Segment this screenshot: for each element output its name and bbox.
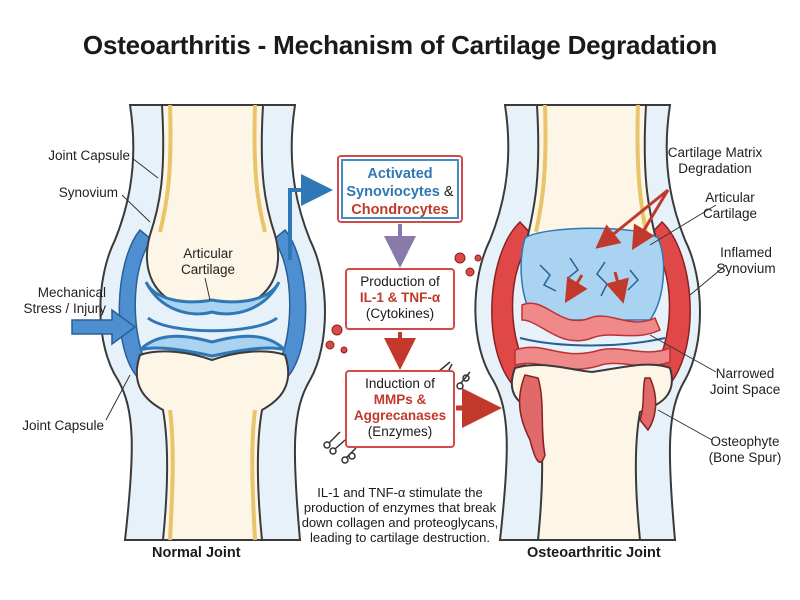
label-cartilage-matrix-degradation: Cartilage Matrix Degradation xyxy=(667,145,763,176)
right-erosion-upper xyxy=(521,302,661,342)
label-narrowed-joint-space: Narrowed Joint Space xyxy=(709,366,781,397)
cytokine-dots xyxy=(325,252,482,354)
left-tibia-bone xyxy=(135,350,290,541)
page-title: Osteoarthritis - Mechanism of Cartilage … xyxy=(82,30,718,60)
left-upper-cartilage xyxy=(144,281,281,316)
left-lower-cartilage xyxy=(138,334,287,358)
caption-normal-joint: Normal Joint xyxy=(152,545,241,561)
osteophyte-left xyxy=(518,374,546,463)
step3-line1: Induction of xyxy=(365,376,435,391)
flow-step-enzymes: Induction of MMPs & Aggrecanases (Enzyme… xyxy=(345,370,455,448)
flow-connectors xyxy=(288,174,502,464)
step2-line1: Production of xyxy=(360,274,440,289)
label-joint-capsule-top: Joint Capsule xyxy=(48,148,130,163)
step2-line3: (Cytokines) xyxy=(365,306,435,321)
oa-joint-illustration xyxy=(474,104,727,541)
step3-line4: (Enzymes) xyxy=(367,424,433,439)
label-articular-cartilage-right: Articular Cartilage xyxy=(702,190,758,221)
label-joint-capsule-bottom: Joint Capsule xyxy=(22,418,104,433)
caption-osteoarthritic-joint: Osteoarthritic Joint xyxy=(527,545,661,561)
arrow-to-step1 xyxy=(288,174,333,260)
step3-line3: Aggrecanases xyxy=(353,408,447,423)
step1-line2: Synoviocytes xyxy=(346,184,440,200)
normal-joint-illustration xyxy=(71,104,326,541)
flow-step-cytokines: Production of IL-1 & TNF-α (Cytokines) xyxy=(345,268,455,330)
mechanical-stress-arrow xyxy=(71,308,137,346)
label-mechanical-stress: Mechanical Stress / Injury xyxy=(23,285,106,316)
flow-step-activated-cells: Activated Synoviocytes & Chondrocytes xyxy=(337,155,463,223)
label-inflamed-synovium: Inflamed Synovium xyxy=(716,245,776,276)
step1-amp: & xyxy=(439,184,454,200)
degradation-arrows xyxy=(564,188,670,304)
step3-line2: MMPs & xyxy=(373,392,427,407)
label-synovium: Synovium xyxy=(58,185,118,200)
label-osteophyte: Osteophyte (Bone Spur) xyxy=(708,434,782,465)
step1-line3: Chondrocytes xyxy=(351,202,449,218)
step1-line1: Activated xyxy=(367,166,433,182)
mechanism-note: IL-1 and TNF-α stimulate the production … xyxy=(301,485,499,545)
label-articular-cartilage-left: Articular Cartilage xyxy=(180,246,236,277)
osteophyte-right xyxy=(639,377,657,432)
step2-line2: IL-1 & TNF-α xyxy=(359,290,441,305)
